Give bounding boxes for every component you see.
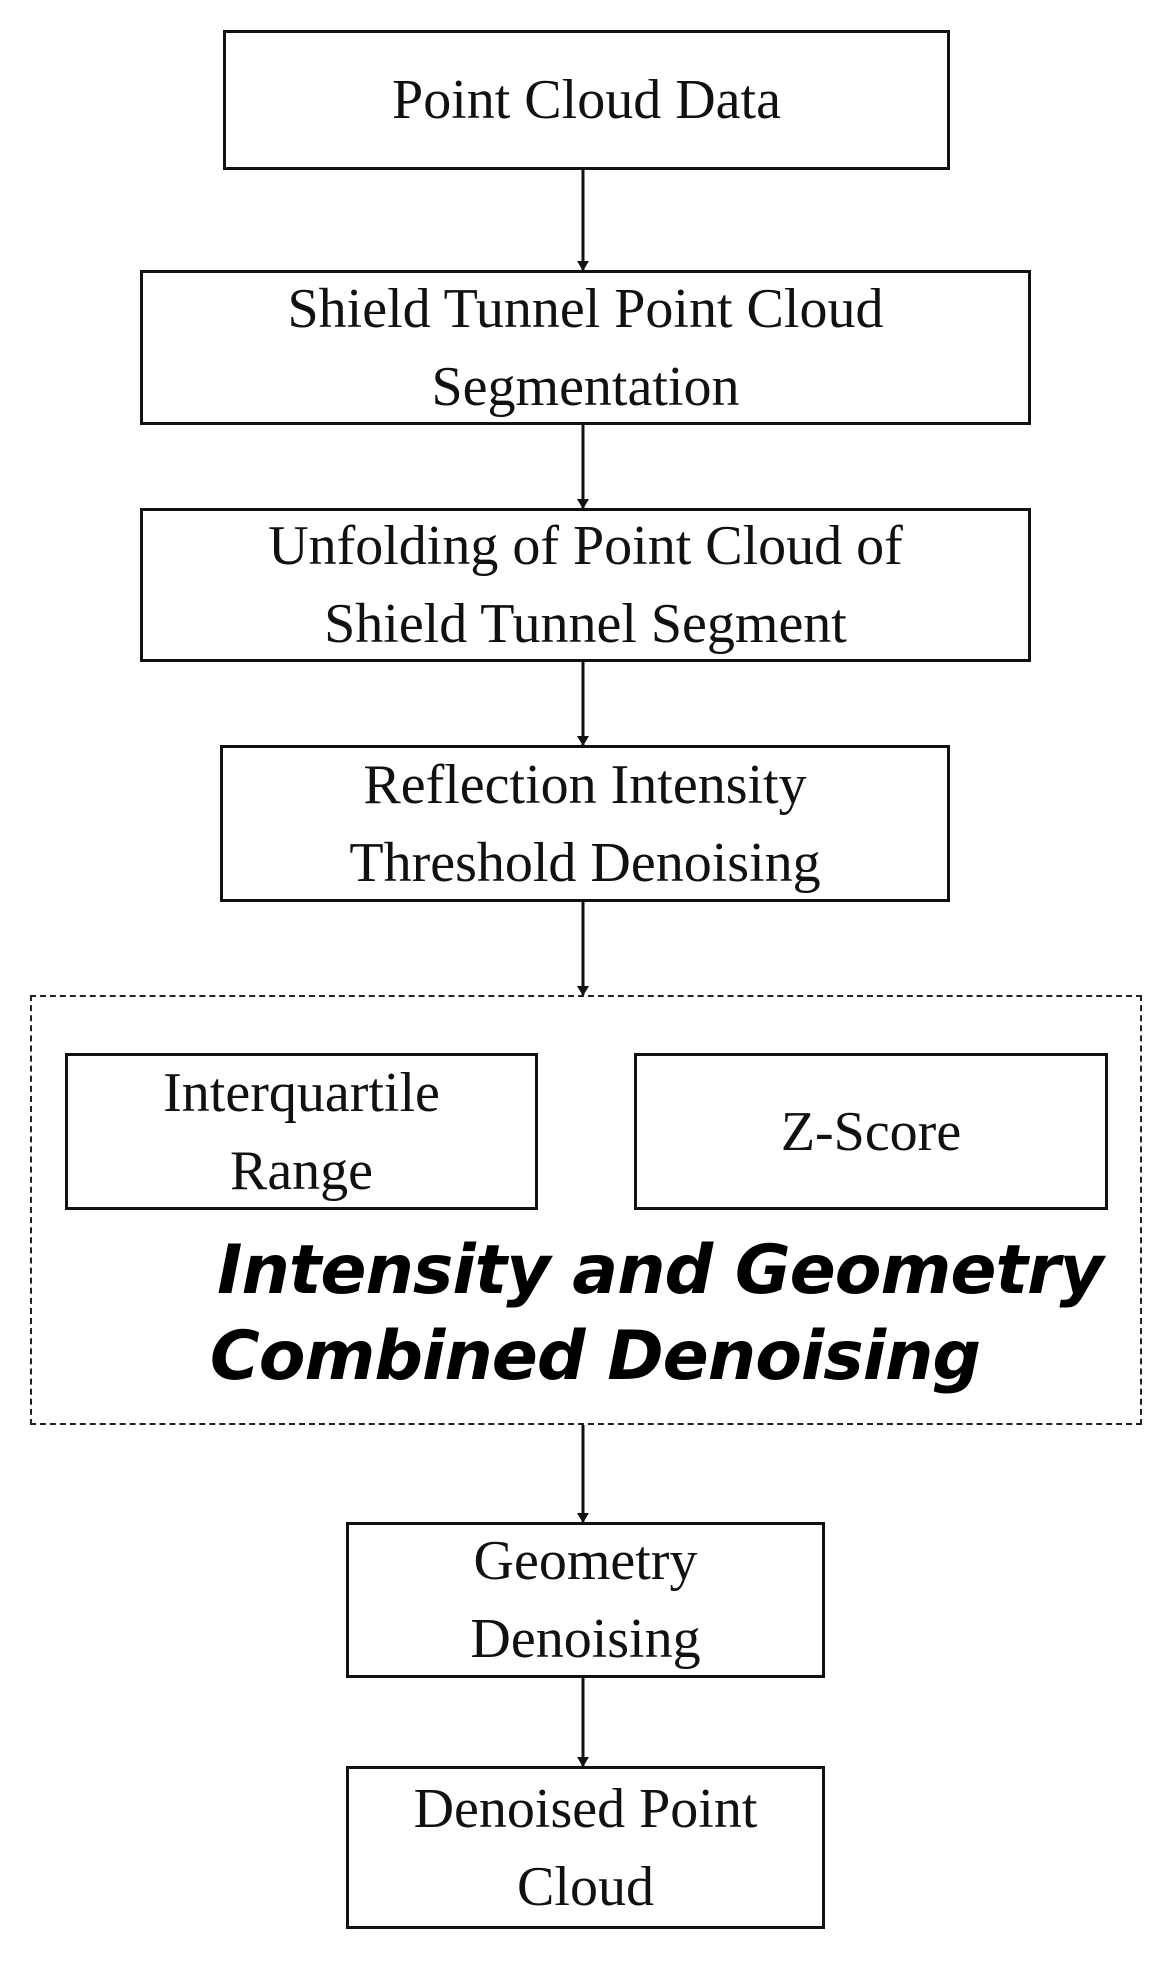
node-denoised-point-cloud: Denoised Point Cloud	[346, 1766, 825, 1929]
group-label: Intensity and Geometry Combined Denoisin…	[200, 1228, 1120, 1400]
node-segmentation: Shield Tunnel Point Cloud Segmentation	[140, 270, 1031, 425]
node-label-line1: Reflection Intensity	[363, 753, 807, 816]
node-label: Z-Score	[780, 1100, 962, 1163]
node-interquartile-range: Interquartile Range	[65, 1053, 538, 1210]
node-label-line1: Shield Tunnel Point Cloud	[287, 277, 884, 340]
node-label-line2: Threshold Denoising	[349, 831, 821, 894]
node-point-cloud-data: Point Cloud Data	[223, 30, 950, 170]
group-label-line2: Combined Denoising	[209, 1317, 981, 1396]
node-unfolding: Unfolding of Point Cloud of Shield Tunne…	[140, 508, 1031, 662]
node-label-line1: Unfolding of Point Cloud of	[268, 515, 903, 577]
node-label-line2: Range	[229, 1139, 374, 1202]
node-reflection-threshold: Reflection Intensity Threshold Denoising	[220, 745, 950, 902]
node-label: Point Cloud Data	[392, 69, 781, 131]
node-label-line2: Denoising	[470, 1608, 701, 1670]
group-label-line1: Intensity and Geometry	[217, 1231, 1104, 1310]
node-label-line2: Segmentation	[431, 355, 740, 418]
node-label-line2: Cloud	[517, 1855, 654, 1918]
node-z-score: Z-Score	[634, 1053, 1108, 1210]
node-label-line2: Shield Tunnel Segment	[324, 593, 847, 655]
node-label-line1: Geometry	[473, 1530, 698, 1592]
node-geometry-denoising: Geometry Denoising	[346, 1522, 825, 1678]
combined-denoising-group	[30, 995, 1142, 1425]
node-label-line1: Interquartile	[163, 1061, 440, 1124]
node-label-line1: Denoised Point	[413, 1777, 758, 1840]
